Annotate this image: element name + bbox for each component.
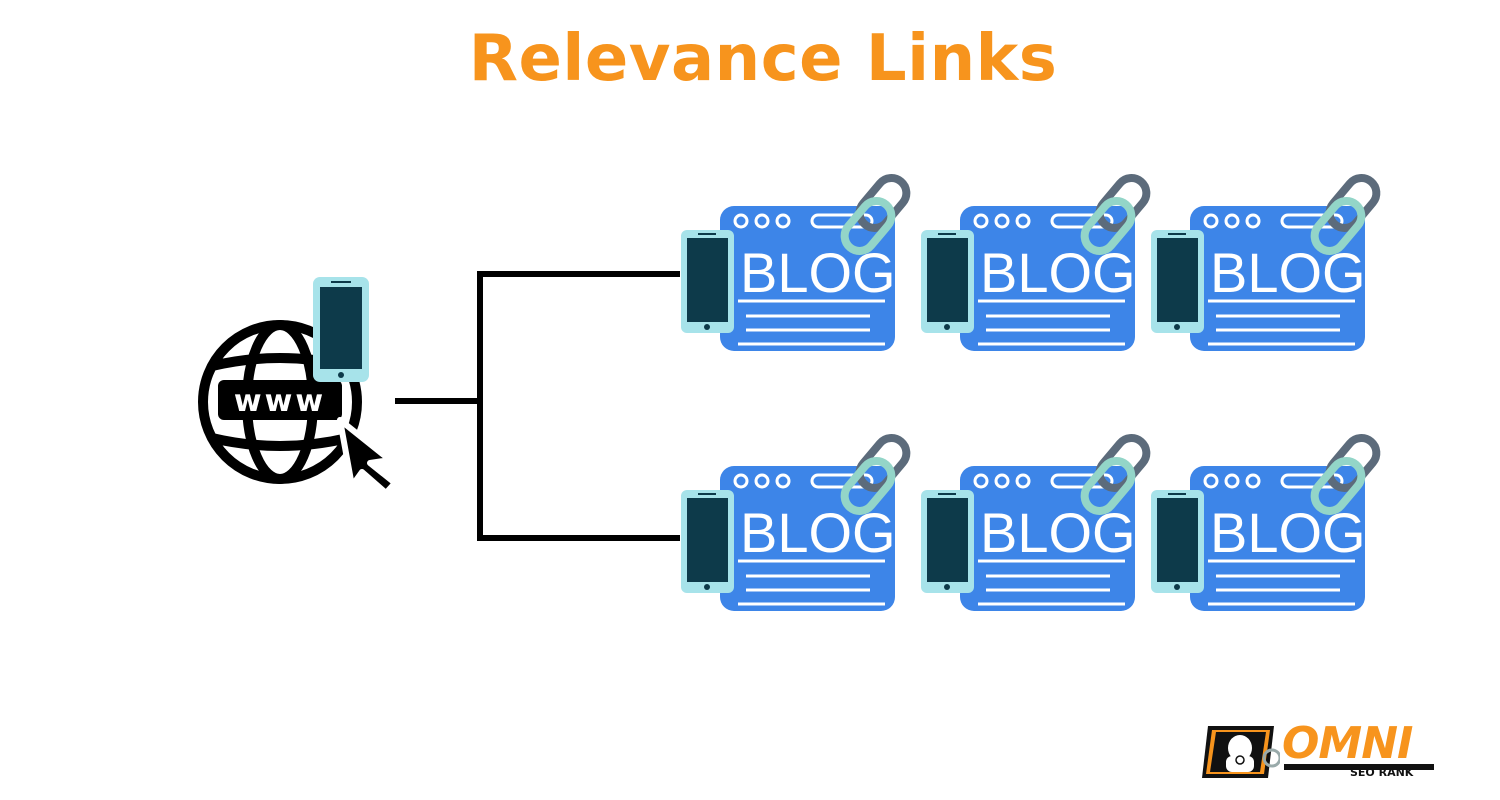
- blog-label: BLOG: [740, 501, 896, 564]
- chain-link-icon: [1310, 174, 1381, 255]
- smartphone-icon: [681, 230, 734, 333]
- logo-tagline: SEO RANK: [1350, 766, 1414, 779]
- mascot-icon: [1202, 726, 1280, 778]
- blog-card: BLOG: [1150, 170, 1390, 355]
- blog-card: BLOG: [920, 170, 1160, 355]
- blog-label: BLOG: [740, 241, 896, 304]
- omni-logo: OMNI SEO RANK: [1200, 718, 1440, 782]
- smartphone-icon: [921, 490, 974, 593]
- chain-link-icon: [840, 434, 911, 515]
- globe-icon: [198, 320, 362, 484]
- chain-link-icon: [1080, 434, 1151, 515]
- smartphone-icon: [921, 230, 974, 333]
- browser-window-icon: [960, 466, 1135, 611]
- blog-card: BLOG: [920, 430, 1160, 615]
- chain-link-icon: [1310, 434, 1381, 515]
- blog-card: BLOG: [1150, 430, 1390, 615]
- logo-name: OMNI: [1282, 718, 1413, 769]
- cursor-icon: [337, 417, 398, 495]
- blog-label: BLOG: [1210, 501, 1366, 564]
- blog-label: BLOG: [1210, 241, 1366, 304]
- chain-link-icon: [840, 174, 911, 255]
- page-title: Relevance Links: [468, 22, 1058, 96]
- source-website-group: www: [198, 277, 398, 495]
- blog-label: BLOG: [980, 241, 1136, 304]
- browser-window-icon: [1190, 206, 1365, 351]
- blog-label: BLOG: [980, 501, 1136, 564]
- www-label: www: [234, 384, 326, 419]
- smartphone-icon: [1151, 490, 1204, 593]
- browser-window-icon: [720, 466, 895, 611]
- www-band: [218, 380, 342, 420]
- chain-link-icon: [1080, 174, 1151, 255]
- smartphone-icon: [313, 277, 369, 382]
- browser-window-icon: [1190, 466, 1365, 611]
- browser-window-icon: [720, 206, 895, 351]
- browser-window-icon: [960, 206, 1135, 351]
- logo-underline: [1284, 764, 1434, 770]
- smartphone-icon: [1151, 230, 1204, 333]
- blog-card: BLOG: [680, 430, 920, 615]
- smartphone-icon: [681, 490, 734, 593]
- connector-lines: [395, 271, 680, 541]
- blog-card: BLOG: [680, 170, 920, 355]
